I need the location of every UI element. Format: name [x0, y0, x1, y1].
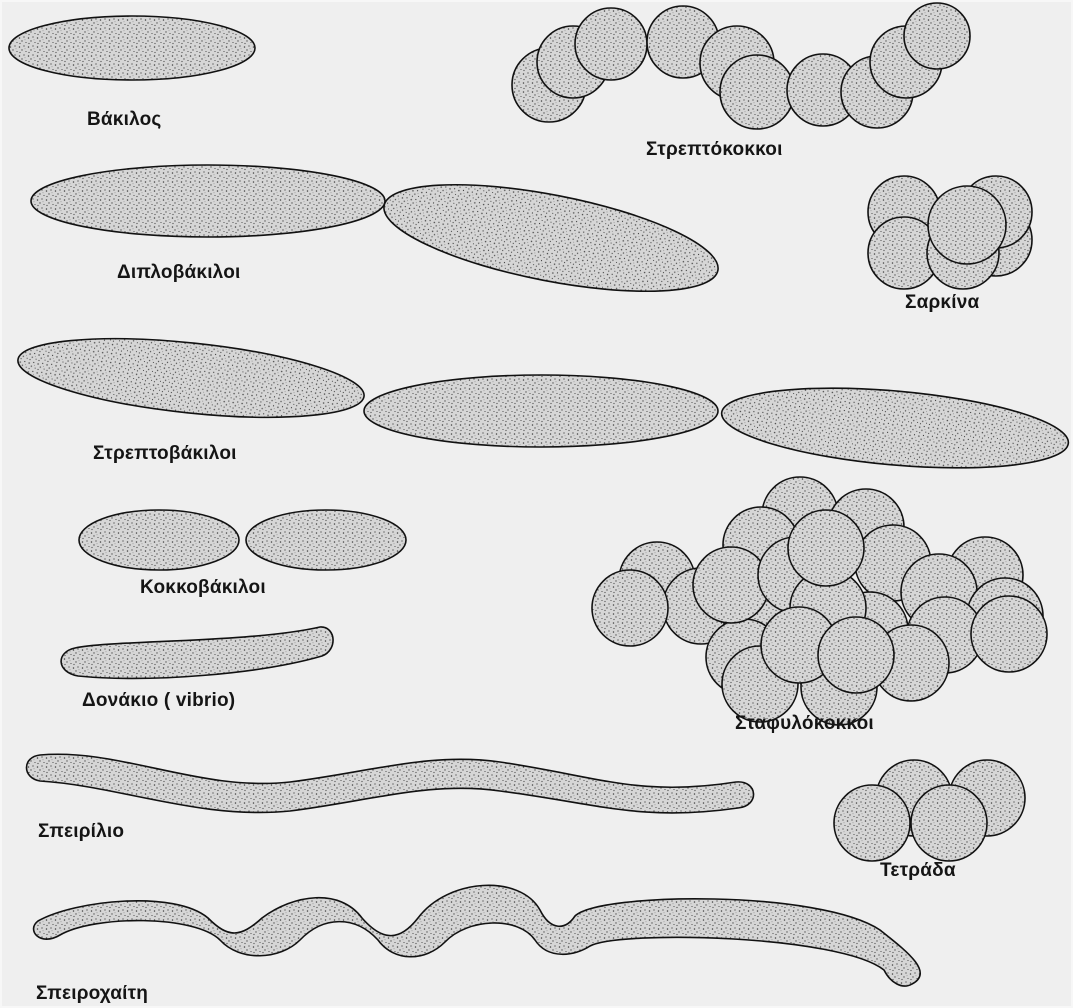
label-diplobacilli: Διπλοβάκιλοι	[117, 262, 241, 284]
label-bacillus: Βάκιλος	[87, 109, 162, 131]
coccobacillus-cell	[79, 510, 239, 570]
bacillus-cell	[9, 16, 255, 80]
streptococci-chain	[512, 3, 970, 129]
label-tetrad: Τετράδα	[880, 860, 956, 882]
label-streptococci: Στρεπτόκοκκοι	[646, 139, 783, 161]
coccobacilli-pair	[79, 510, 406, 570]
label-spirochete: Σπειροχαίτη	[36, 983, 148, 1005]
diplobacillus-cell	[376, 163, 726, 312]
staphylococcus-cell	[592, 570, 668, 646]
spirochete-cell	[34, 885, 921, 986]
streptococcus-cell	[904, 3, 970, 69]
label-streptobacilli: Στρεπτοβάκιλοι	[93, 443, 237, 465]
label-vibrio: Δονάκιο ( vibrio)	[82, 690, 235, 712]
tetrad-cluster	[834, 760, 1025, 861]
label-staphylococci: Σταφυλόκοκκοι	[735, 713, 874, 735]
label-sarcina: Σαρκίνα	[905, 292, 979, 314]
streptobacillus-cell	[364, 375, 718, 447]
coccobacillus-cell	[246, 510, 406, 570]
staphylococcus-cell	[788, 510, 864, 586]
label-spirillum: Σπειρίλιο	[38, 821, 124, 843]
spirillum-cell	[27, 754, 754, 813]
staphylococci-cluster	[592, 477, 1047, 725]
diplobacillus-cell	[31, 165, 385, 237]
streptobacillus-cell	[718, 376, 1071, 480]
tetrad-cell	[911, 785, 987, 861]
diplobacilli-pair	[31, 163, 726, 312]
sarcina-cell	[928, 186, 1006, 264]
sarcina-cluster	[868, 176, 1032, 289]
tetrad-cell	[834, 785, 910, 861]
streptococcus-cell	[575, 8, 647, 80]
streptobacillus-cell	[14, 325, 367, 431]
staphylococcus-cell	[971, 596, 1047, 672]
streptococcus-cell	[720, 55, 794, 129]
staphylococcus-cell	[818, 617, 894, 693]
staphylococcus-cell	[693, 547, 769, 623]
label-coccobacilli: Κοκκοβάκιλοι	[140, 577, 266, 599]
vibrio-cell	[61, 627, 333, 678]
